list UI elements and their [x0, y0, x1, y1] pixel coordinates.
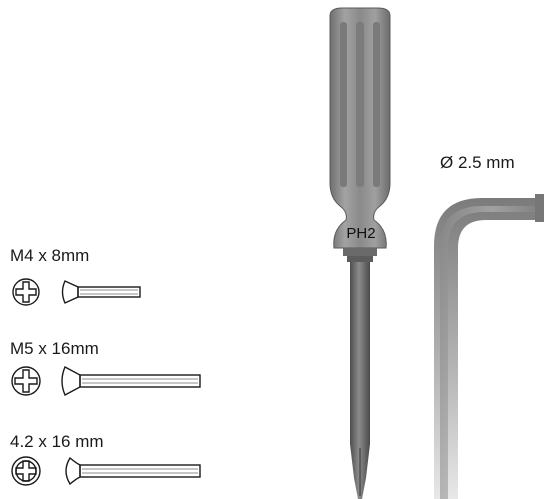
- phillips-head-icon: [11, 366, 41, 396]
- screw-4-2-label: 4.2 x 16 mm: [10, 432, 104, 451]
- screwdriver-ph2: [329, 7, 391, 499]
- hex-key: [434, 194, 544, 499]
- screwdriver-label: PH2: [346, 225, 376, 242]
- screw-body-icon: [61, 366, 201, 396]
- screwdriver-handle-icon: [329, 7, 391, 249]
- phillips-head-icon: [12, 278, 40, 306]
- screwdriver-shaft-icon: [343, 248, 377, 499]
- phillips-washer-head-icon: [11, 456, 41, 486]
- screw-body-icon: [65, 456, 201, 486]
- screw-m5: [11, 366, 201, 396]
- screw-m4-label: M4 x 8mm: [10, 246, 90, 265]
- screw-body-icon: [61, 280, 141, 304]
- screw-4-2: [11, 456, 201, 486]
- screw-m5-label: M5 x 16mm: [10, 339, 99, 358]
- hex-key-label: Ø 2.5 mm: [440, 153, 515, 172]
- hex-key-icon: [434, 194, 544, 499]
- screw-m4: [12, 278, 141, 306]
